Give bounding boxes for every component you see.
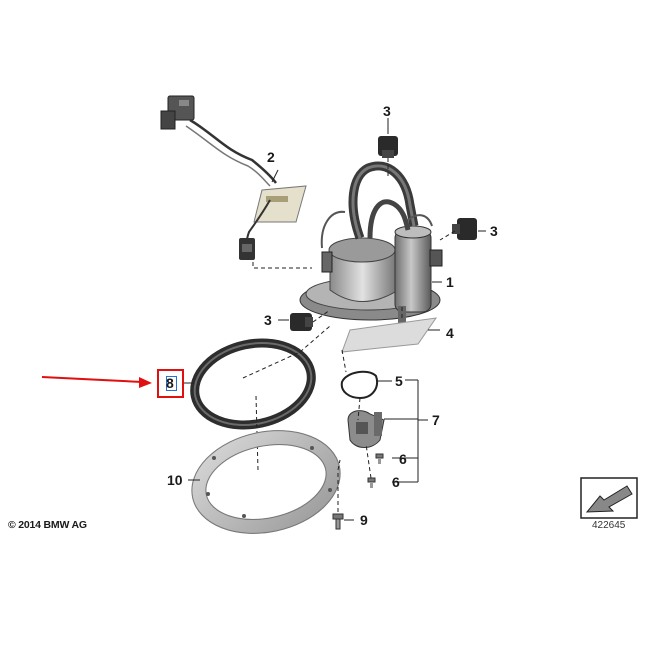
callout-2: 2 <box>267 149 275 165</box>
highlight-arrow <box>41 376 152 388</box>
highlight-box <box>157 369 184 398</box>
copyright-text: © 2014 BMW AG <box>8 519 87 531</box>
dashed-3c <box>312 309 331 323</box>
callout-3-left: 3 <box>264 312 272 328</box>
dashed-7 <box>341 349 361 421</box>
part-3-grommets <box>290 136 477 331</box>
dashed-8 <box>242 325 331 379</box>
highlight-inner-box <box>166 376 177 391</box>
callout-6-upper: 6 <box>399 451 407 467</box>
callout-3-top: 3 <box>383 103 391 119</box>
callout-8: 8 <box>166 375 174 391</box>
dashed-9 <box>337 459 341 512</box>
part-6-screws <box>367 453 384 488</box>
callout-5: 5 <box>395 373 403 389</box>
part-1-fuel-pump <box>299 161 443 324</box>
part-4-filter-pad <box>341 317 438 353</box>
callout-6-lower: 6 <box>392 474 400 490</box>
part-5-o-ring <box>340 370 378 400</box>
callout-10: 10 <box>167 472 183 488</box>
bracket-7 <box>384 379 428 483</box>
dashed-2 <box>252 262 312 269</box>
part-9-screw <box>332 513 344 530</box>
reference-number: 422645 <box>592 520 626 531</box>
dashed-3b <box>439 230 456 241</box>
callout-4: 4 <box>446 325 454 341</box>
callout-9: 9 <box>360 512 368 528</box>
reference-icon <box>580 477 638 519</box>
dashed-6 <box>365 443 372 479</box>
leader-2 <box>271 169 279 183</box>
callout-7: 7 <box>432 412 440 428</box>
callout-1: 1 <box>446 274 454 290</box>
part-8-seal-ring <box>190 338 316 430</box>
part-7-level-sensor <box>347 410 385 448</box>
part-2-wiring-harness <box>160 95 307 260</box>
part-10-locking-ring <box>191 430 341 534</box>
callout-3-right: 3 <box>490 223 498 239</box>
